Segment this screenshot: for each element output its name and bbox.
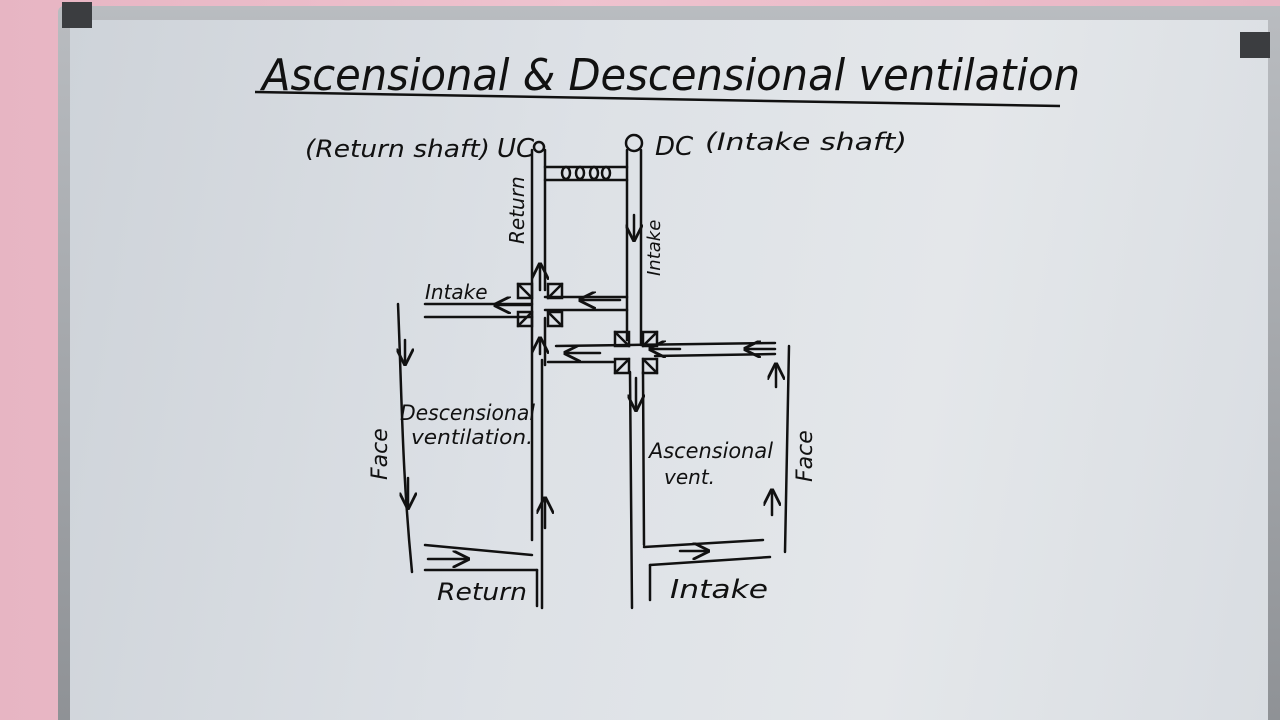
- label-intake-top-left: Intake: [425, 280, 488, 304]
- door-3: [588, 165, 600, 181]
- frame-corner-top-left: [62, 2, 92, 28]
- left-shaft-code: UC: [497, 134, 535, 164]
- diagram-lines: [396, 133, 791, 610]
- right-shaft-right-wall-lower: [641, 370, 646, 547]
- label-return-bottom: Return: [437, 578, 527, 606]
- airlock-lower-ll: [613, 357, 631, 375]
- label-intake-bottom: Intake: [670, 575, 768, 605]
- return-road-top-wall: [423, 543, 534, 557]
- airlock-ll: [516, 310, 534, 328]
- lower-level-bottom-wall-right: [653, 352, 777, 358]
- airlock-ur: [546, 282, 564, 300]
- label-ascensional-1: Ascensional: [647, 439, 773, 463]
- label-ascensional-2: vent.: [664, 465, 715, 489]
- door-2: [574, 165, 586, 181]
- right-shaft-note: (Intake shaft): [705, 128, 907, 156]
- door-4: [600, 165, 612, 181]
- right-face-line: [783, 344, 791, 554]
- label-return-vertical: Return: [505, 176, 529, 244]
- left-shaft-top: [532, 140, 546, 154]
- airlock-lr: [546, 310, 564, 328]
- intake-road-top-wall: [642, 538, 765, 549]
- lower-level-top-wall: [554, 341, 777, 348]
- label-descensional-2: ventilation.: [411, 425, 533, 449]
- whiteboard-surface: [70, 20, 1268, 720]
- label-face-right: Face: [793, 430, 818, 482]
- frame-corner-top-right: [1240, 32, 1270, 58]
- diagram-title: Ascensional & Descensional ventilation: [259, 50, 1080, 101]
- door-1: [560, 165, 572, 181]
- right-shaft-code: DC: [655, 132, 694, 162]
- left-shaft-note: (Return shaft): [305, 135, 490, 163]
- label-descensional-1: Descensional: [400, 401, 535, 425]
- airlock-lower-lr: [641, 357, 659, 375]
- label-intake-vertical: Intake: [644, 220, 665, 276]
- title-underline: [254, 90, 1061, 108]
- intake-road-bottom-wall: [648, 555, 772, 567]
- left-face-line: [396, 302, 414, 574]
- airlock-ul: [516, 282, 534, 300]
- airlock-lower-ul: [613, 330, 631, 348]
- right-shaft-left-wall-lower: [628, 370, 634, 610]
- right-shaft-top: [624, 133, 644, 153]
- label-face-left: Face: [368, 428, 393, 480]
